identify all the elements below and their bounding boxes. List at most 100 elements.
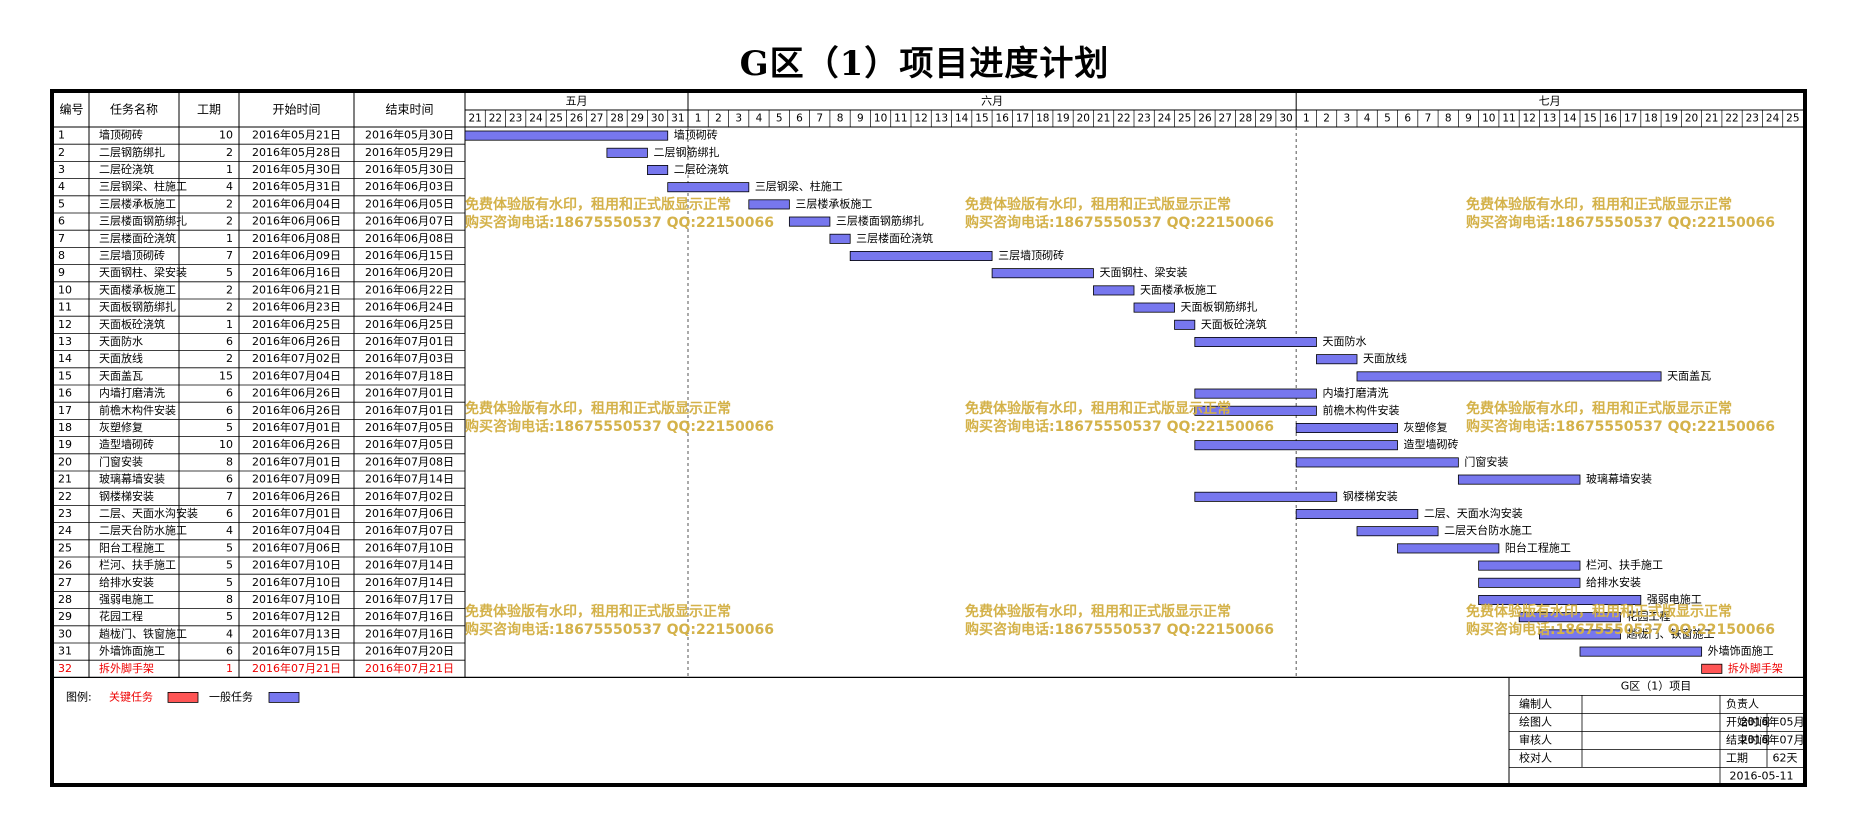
task-end: 2016年05月29日 (365, 145, 454, 159)
task-id: 14 (58, 352, 72, 365)
task-start: 2016年07月04日 (252, 523, 341, 537)
task-end: 2016年05月30日 (365, 162, 454, 176)
legend-general-swatch (268, 692, 300, 703)
task-id: 5 (58, 197, 65, 210)
end-header: 结束时间 (385, 103, 433, 117)
task-id: 19 (58, 438, 72, 451)
day-label: 7 (816, 113, 823, 125)
day-label: 25 (1178, 113, 1191, 125)
task-end: 2016年07月01日 (365, 386, 454, 400)
task-id: 1 (58, 129, 65, 142)
day-label: 2 (715, 113, 722, 125)
task-end: 2016年05月30日 (365, 128, 454, 142)
task-id: 20 (58, 455, 72, 468)
task-bar-label: 门窗安装 (1464, 454, 1508, 468)
task-name: 二层钢筋绑扎 (99, 145, 165, 159)
task-duration: 2 (226, 197, 233, 210)
task-id: 25 (58, 541, 72, 554)
day-label: 22 (1725, 113, 1738, 125)
info-label: 校对人 (1519, 750, 1552, 764)
task-duration: 1 (226, 318, 233, 331)
task-bar-label: 天面楼承板施工 (1140, 282, 1217, 296)
task-bar-label: 阳台工程施工 (1505, 540, 1571, 554)
day-label: 17 (1016, 113, 1029, 125)
task-duration: 7 (226, 249, 233, 262)
task-start: 2016年06月26日 (252, 489, 341, 503)
day-label: 28 (610, 113, 623, 125)
day-label: 4 (756, 113, 763, 125)
task-end: 2016年07月14日 (365, 558, 454, 572)
task-name: 内墙打磨清洗 (99, 386, 165, 400)
task-bar-label: 内墙打磨清洗 (1322, 386, 1388, 400)
day-label: 8 (1445, 113, 1452, 125)
task-bar-label: 天面放线 (1363, 351, 1407, 365)
month-label: 五月 (566, 95, 588, 108)
day-label: 22 (489, 113, 502, 125)
task-name: 阳台工程施工 (99, 540, 165, 554)
task-start: 2016年06月26日 (252, 403, 341, 417)
task-id: 9 (58, 266, 65, 279)
task-duration: 4 (226, 627, 233, 640)
day-label: 16 (996, 113, 1010, 125)
day-label: 15 (975, 113, 988, 125)
day-label: 24 (529, 113, 543, 125)
task-name: 门窗安装 (99, 454, 143, 468)
task-id: 32 (58, 662, 72, 675)
task-id: 2 (58, 146, 65, 159)
task-start: 2016年06月21日 (252, 282, 341, 296)
legend-critical-swatch (167, 692, 199, 703)
task-name: 强弱电施工 (99, 593, 154, 606)
task-name: 给排水安装 (99, 575, 154, 589)
task-duration: 5 (226, 421, 233, 434)
day-label: 8 (837, 113, 844, 125)
task-bar (1478, 560, 1581, 571)
task-name: 二层天台防水施工 (99, 523, 187, 537)
task-end: 2016年07月16日 (365, 609, 454, 623)
task-bar-label: 钢楼梯安装 (1343, 489, 1398, 503)
task-start: 2016年07月01日 (252, 506, 341, 520)
task-name: 三层楼面钢筋绑扎 (99, 214, 187, 228)
day-label: 25 (1786, 113, 1799, 125)
task-bar-label: 趟栊门、铁窗施工 (1627, 626, 1715, 640)
task-start: 2016年07月15日 (252, 644, 341, 658)
task-name: 拆外脚手架 (99, 661, 154, 675)
task-end: 2016年07月17日 (365, 592, 454, 606)
task-bar (1518, 612, 1621, 623)
task-bar (1295, 422, 1398, 433)
day-label: 21 (1097, 113, 1110, 125)
task-bar-label: 二层钢筋绑扎 (653, 145, 719, 159)
task-name: 栏河、扶手施工 (99, 558, 176, 572)
task-bar-label: 灰塑修复 (1404, 420, 1448, 434)
task-duration: 8 (226, 455, 233, 468)
task-name: 二层砼浇筑 (99, 162, 154, 176)
watermark-text: 免费体验版有水印，租用和正式版显示正常 (965, 196, 1231, 213)
task-bar-label: 二层天台防水施工 (1444, 523, 1532, 537)
task-duration: 2 (226, 146, 233, 159)
task-start: 2016年06月04日 (252, 196, 341, 210)
day-label: 16 (1604, 113, 1618, 125)
task-bar-label: 前檐木构件安装 (1322, 403, 1399, 417)
day-label: 31 (671, 113, 684, 125)
day-label: 1 (695, 113, 702, 125)
task-duration: 6 (226, 645, 233, 658)
task-start: 2016年07月01日 (252, 454, 341, 468)
info-label: 负责人 (1726, 696, 1759, 710)
task-start: 2016年07月10日 (252, 592, 341, 606)
task-bar-label: 玻璃幕墙安装 (1586, 472, 1652, 486)
task-name: 趟栊门、铁窗施工 (99, 626, 187, 640)
task-duration: 2 (226, 215, 233, 228)
task-end: 2016年07月18日 (365, 368, 454, 382)
task-bar-label: 给排水安装 (1586, 575, 1641, 589)
day-label: 26 (570, 113, 584, 125)
task-duration: 6 (226, 387, 233, 400)
name-header: 任务名称 (110, 102, 158, 117)
task-duration: 1 (226, 163, 233, 176)
day-label: 24 (1158, 113, 1172, 125)
watermark-text: 免费体验版有水印，租用和正式版显示正常 (1466, 400, 1732, 417)
task-end: 2016年07月01日 (365, 334, 454, 348)
watermark-text: 购买咨询电话:18675550537 QQ:22150066 (465, 418, 774, 435)
task-end: 2016年06月05日 (365, 196, 454, 210)
task-bar (1356, 526, 1439, 537)
legend-prefix: 图例: (66, 689, 92, 703)
